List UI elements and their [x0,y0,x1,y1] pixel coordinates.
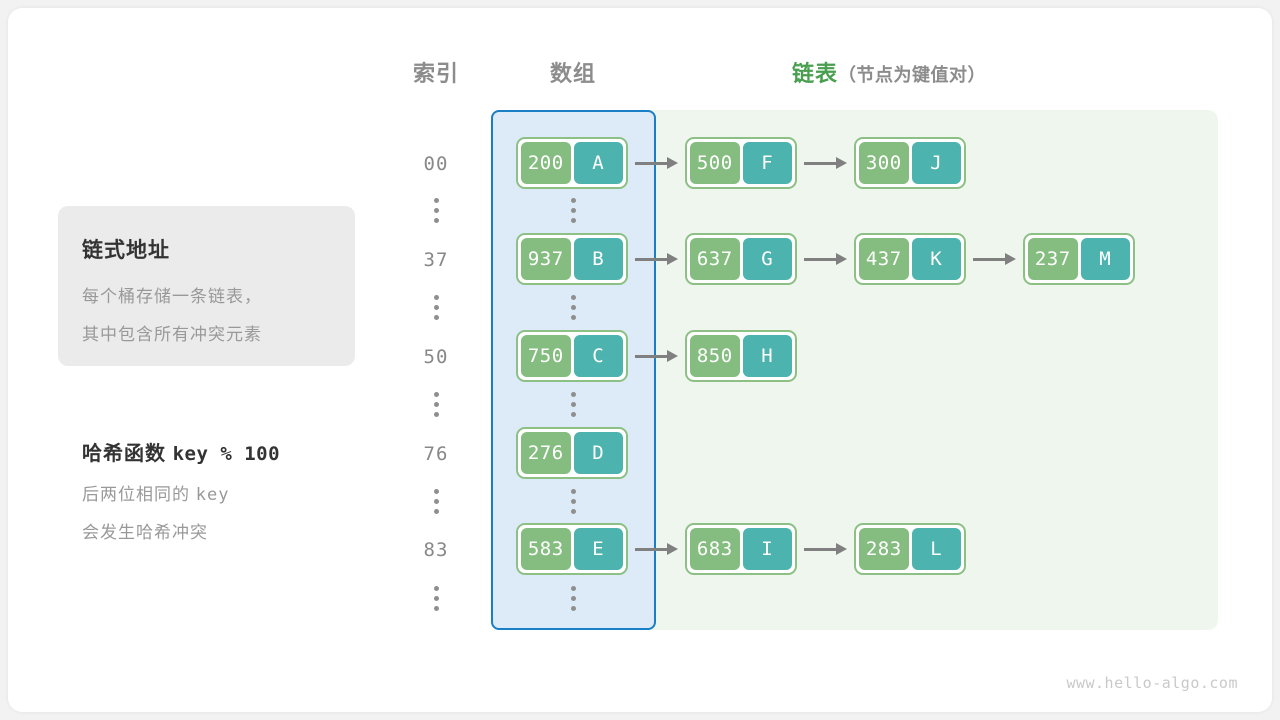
link-arrow [635,350,678,362]
column-header-array: 数组 [549,61,596,86]
node-value: G [742,238,792,280]
node-value: L [911,528,961,570]
hash-function-expression: key % 100 [172,443,281,465]
hash-note-line-2: 会发生哈希冲突 [82,523,208,542]
link-arrow [635,157,678,169]
index-ellipsis [431,198,441,223]
column-header-index: 索引 [412,61,459,86]
arrow-shaft [635,161,667,165]
info-card-line-1: 每个桶存储一条链表， [82,287,262,306]
link-arrow [804,157,847,169]
index-label: 37 [423,249,449,271]
arrow-head-icon [836,253,847,265]
info-card-line-2: 其中包含所有冲突元素 [82,325,262,344]
node-key: 850 [690,335,740,377]
node-value: K [911,238,961,280]
arrow-head-icon [667,350,678,362]
column-header-linked-list-note: （节点为键值对） [838,65,987,85]
index-ellipsis [431,586,441,611]
node-value: M [1080,238,1130,280]
node-key: 237 [1028,238,1078,280]
node-key: 637 [690,238,740,280]
index-ellipsis [431,295,441,320]
node-value: F [742,142,792,184]
hash-note-code: key [195,485,230,505]
arrow-shaft [804,161,836,165]
node-value: E [573,528,623,570]
column-header-linked-list: 链表 （节点为键值对） [792,56,986,88]
arrow-head-icon [667,253,678,265]
index-ellipsis [431,489,441,514]
link-arrow [973,253,1016,265]
index-label: 76 [423,443,449,465]
array-ellipsis [568,295,578,320]
arrow-shaft [635,257,667,261]
node-key: 583 [521,528,571,570]
index-label: 00 [423,153,449,175]
node-value: C [573,335,623,377]
hash-note-line-1: 后两位相同的 key [82,480,229,505]
watermark: www.hello-algo.com [1066,674,1238,692]
index-label: 83 [423,539,449,561]
hash-function-title: 哈希函数 key % 100 [82,437,280,466]
arrow-shaft [804,257,836,261]
node-value: I [742,528,792,570]
arrow-head-icon [836,157,847,169]
node-value: D [573,432,623,474]
array-ellipsis [568,586,578,611]
info-card-background [58,206,355,366]
node-key: 200 [521,142,571,184]
array-ellipsis [568,198,578,223]
node-value: B [573,238,623,280]
array-ellipsis [568,392,578,417]
hash-note-text: 后两位相同的 [82,485,190,504]
arrow-shaft [804,547,836,551]
arrow-head-icon [1005,253,1016,265]
node-key: 276 [521,432,571,474]
node-key: 500 [690,142,740,184]
arrow-head-icon [836,543,847,555]
hash-function-label: 哈希函数 [82,443,166,465]
node-key: 683 [690,528,740,570]
arrow-shaft [973,257,1005,261]
info-card-title: 链式地址 [82,239,170,262]
node-key: 300 [859,142,909,184]
link-arrow [804,253,847,265]
arrow-shaft [635,547,667,551]
node-value: A [573,142,623,184]
arrow-shaft [635,354,667,358]
link-arrow [635,543,678,555]
node-value: J [911,142,961,184]
node-key: 437 [859,238,909,280]
node-key: 750 [521,335,571,377]
index-ellipsis [431,392,441,417]
arrow-head-icon [667,543,678,555]
index-label: 50 [423,346,449,368]
link-arrow [635,253,678,265]
array-ellipsis [568,489,578,514]
arrow-head-icon [667,157,678,169]
node-key: 283 [859,528,909,570]
column-header-linked-list-label: 链表 [792,61,839,86]
node-key: 937 [521,238,571,280]
node-value: H [742,335,792,377]
link-arrow [804,543,847,555]
